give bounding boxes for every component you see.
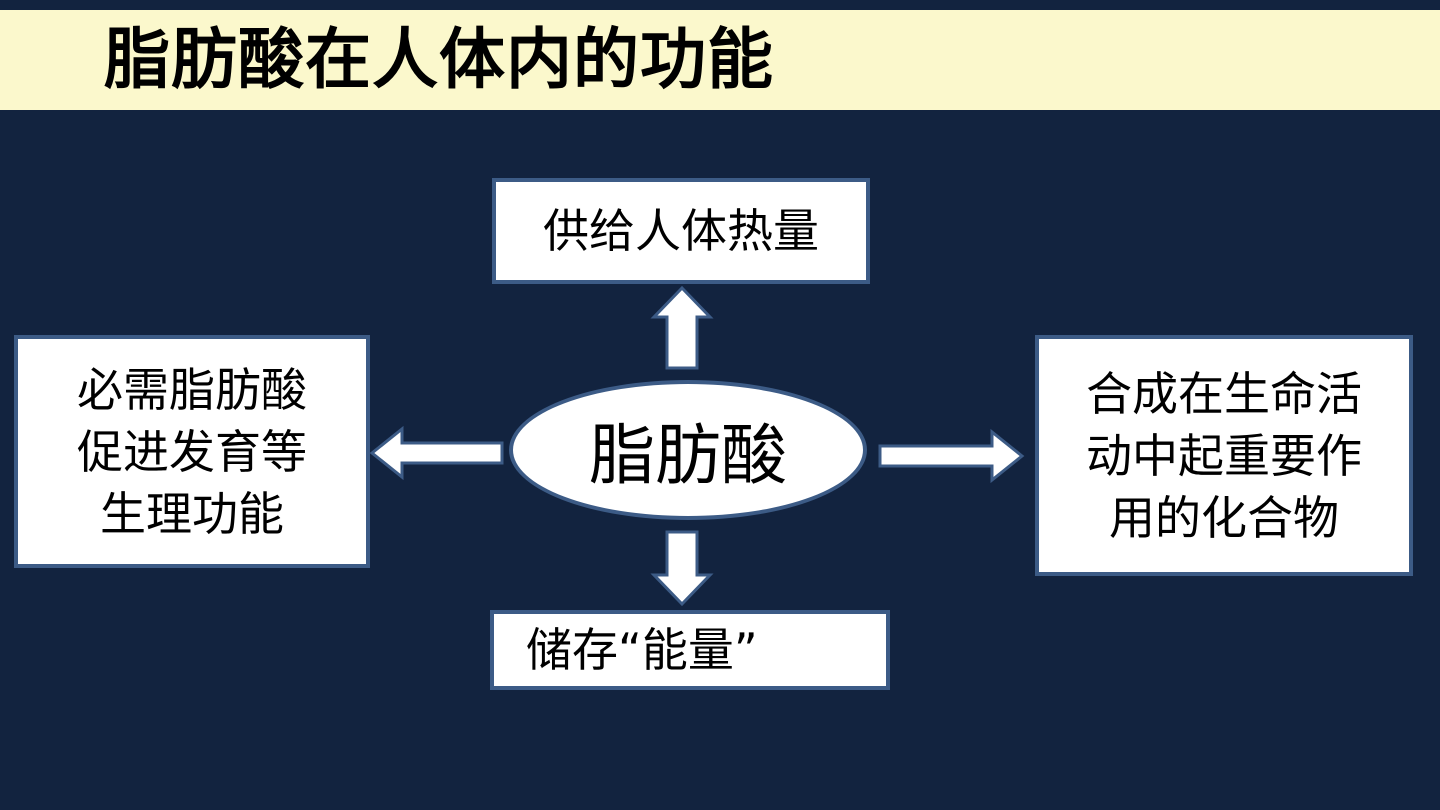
arrow-right — [878, 428, 1025, 484]
node-left-line: 促进发育等 — [77, 424, 307, 479]
node-top-box: 供给人体热量 — [492, 178, 870, 284]
node-right-line: 动中起重要作 — [1086, 428, 1362, 483]
node-right-box: 合成在生命活 动中起重要作 用的化合物 — [1035, 335, 1413, 576]
arrow-left — [369, 425, 504, 481]
arrow-up — [650, 285, 714, 370]
center-label: 脂肪酸 — [589, 417, 787, 494]
node-left-box: 必需脂肪酸 促进发育等 生理功能 — [14, 335, 370, 568]
node-top-line: 供给人体热量 — [543, 204, 819, 258]
node-bottom-line: 储存“能量” — [526, 623, 758, 677]
node-bottom-box: 储存“能量” — [490, 610, 890, 690]
arrow-down — [650, 530, 714, 607]
slide-title: 脂肪酸在人体内的功能 — [104, 21, 774, 98]
node-left-line: 生理功能 — [100, 486, 284, 541]
node-right-line: 合成在生命活 — [1086, 366, 1362, 421]
center-node: 脂肪酸 — [509, 380, 867, 520]
node-right-line: 用的化合物 — [1109, 490, 1339, 545]
node-left-line: 必需脂肪酸 — [77, 362, 307, 417]
title-bar: 脂肪酸在人体内的功能 — [0, 10, 1440, 110]
